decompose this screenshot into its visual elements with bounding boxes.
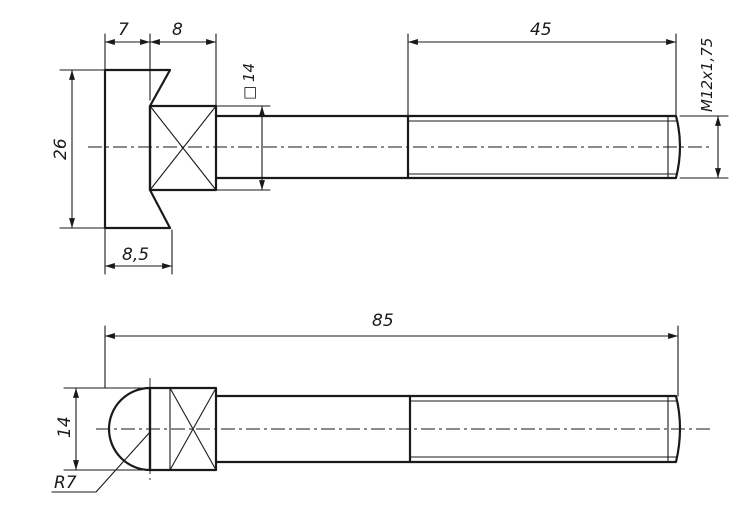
round-head-outline <box>107 386 152 472</box>
dim-85: 85 <box>372 311 394 331</box>
top-view: 7 8 45 M12x1,75 26 □ 14 8,5 <box>51 20 729 275</box>
bottom-view: 85 14 R7 <box>51 311 712 493</box>
dim-7: 7 <box>118 20 129 40</box>
radius-leader <box>51 431 151 493</box>
dim-8-5: 8,5 <box>122 245 149 265</box>
collar-cross-2 <box>149 105 217 191</box>
dim-square-14: 14 <box>240 63 258 82</box>
bolt-head-outline <box>103 68 172 230</box>
dim-45: 45 <box>530 20 552 40</box>
square-collar <box>148 104 218 192</box>
square-symbol: □ <box>240 86 258 100</box>
bottom-shaft-outline <box>214 394 682 464</box>
dim-26: 26 <box>51 138 71 160</box>
dim-14: 14 <box>55 416 75 438</box>
dim-8: 8 <box>172 20 183 40</box>
dim-r7: R7 <box>54 473 77 493</box>
dim-thread: M12x1,75 <box>698 38 716 112</box>
